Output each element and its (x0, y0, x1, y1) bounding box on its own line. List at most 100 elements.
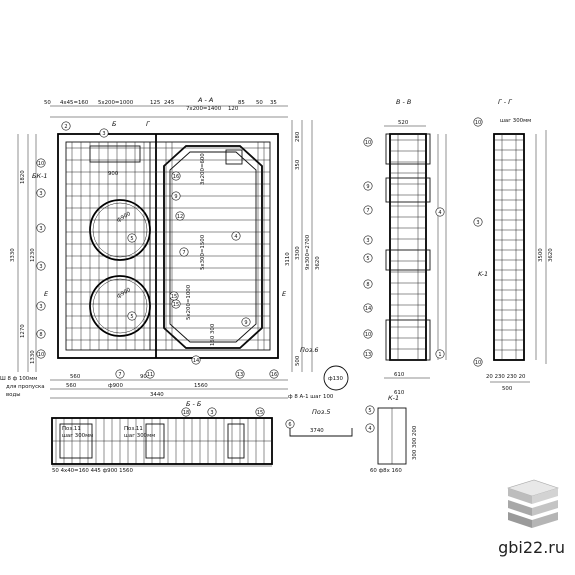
rebar-line (239, 145, 263, 167)
position-bubble: 3 (473, 217, 483, 227)
position-bubble: 9 (363, 181, 373, 191)
section-aa-label: А - А (197, 96, 213, 104)
position-bubble: 10 (36, 349, 46, 359)
position-bubble: 4 (435, 207, 445, 217)
position-bubble: 3 (36, 261, 46, 271)
pos5-dim: 3740 (310, 428, 324, 434)
right-dim-7: 500 (295, 355, 301, 366)
svg-text:16: 16 (173, 174, 179, 180)
position-bubble: 14 (191, 355, 201, 365)
gg-bottom-dims: 20 230 230 20 (486, 374, 526, 380)
site-label[interactable]: gbi22.ru (498, 538, 565, 557)
position-bubble: 10 (473, 357, 483, 367)
bottom-dim-2: ф900 (108, 383, 123, 389)
svg-text:5: 5 (368, 408, 371, 414)
view-mark-e-right: Е (282, 290, 287, 298)
inner-dim-900: 900 (108, 171, 119, 177)
position-bubble: 8 (363, 279, 373, 289)
pos5-detail: Поз.5 3740 (289, 408, 353, 437)
bottom-dim-6: 900 (140, 374, 151, 380)
k1-detail: К-1 300 300 200 60 ф8х 160 (370, 394, 418, 474)
right-dim-6: 3620 (315, 256, 321, 270)
view-mark-b: Б (112, 120, 117, 128)
svg-text:10: 10 (365, 332, 371, 338)
svg-text:4: 4 (438, 210, 441, 216)
svg-text:12: 12 (177, 214, 183, 220)
bottom-dim-1: 560 (70, 374, 81, 380)
position-bubble: 3 (36, 223, 46, 233)
position-bubble: 9 (241, 317, 251, 327)
svg-text:16: 16 (271, 372, 277, 378)
rebar-line (163, 145, 187, 167)
position-bubble: 11 (145, 369, 155, 379)
k1-dims: 300 300 200 (412, 425, 418, 460)
svg-text:15: 15 (171, 294, 177, 300)
position-bubble: 16 (171, 171, 181, 181)
svg-text:10: 10 (38, 161, 44, 167)
position-bubble: 15 (171, 299, 181, 309)
svg-text:5: 5 (130, 236, 133, 242)
position-bubble: 5 (363, 253, 373, 263)
gg-bottom: 500 (502, 386, 513, 392)
pos6-detail: Поз.6 ф130 ф 8 А-1 шаг 100 (288, 346, 349, 400)
layers-logo-icon (507, 479, 559, 528)
svg-text:4: 4 (234, 234, 237, 240)
left-notes: Ш 8 ф 100мм для пропуска воды (0, 376, 45, 398)
vv-side-dims (390, 139, 426, 350)
top-dim-2: 4х45=160 (60, 100, 89, 106)
position-bubble: 8 (36, 329, 46, 339)
inner-diam-2: ф900 (116, 287, 132, 300)
pos6-ring-note: ф 8 А-1 шаг 100 (288, 394, 334, 400)
gg-h2: 3620 (548, 248, 554, 262)
top-dimensions: А - А 50 4х45=160 5х200=1000 125 245 7х2… (44, 96, 277, 128)
svg-text:9: 9 (366, 184, 369, 190)
position-bubble: 5 (365, 405, 375, 415)
svg-text:3: 3 (39, 304, 42, 310)
left-dim-4: 1230 (30, 248, 36, 262)
left-dimensions: 1820 3330 1270 1230 1330 БК-1 Е (10, 170, 49, 364)
left-dim-1: 1820 (20, 170, 26, 184)
top-dim-3: 5х200=1000 (98, 100, 134, 106)
position-bubble: 3 (99, 128, 109, 138)
top-dim-8: 85 (238, 100, 245, 106)
bottom-dimensions: 560 ф900 1560 3440 560 900 (66, 374, 208, 398)
svg-text:3: 3 (39, 264, 42, 270)
rebar-grid (55, 142, 270, 464)
position-bubble: 3 (36, 188, 46, 198)
section-gg: Г - Г шаг 300мм K-1 3500 3620 20 230 230… (478, 98, 554, 392)
svg-text:14: 14 (193, 358, 199, 364)
pos6-label: Поз.6 (300, 346, 319, 354)
position-bubble: 7 (363, 205, 373, 215)
position-bubble: 7 (115, 369, 125, 379)
gg-pos: K-1 (478, 270, 488, 278)
svg-text:7: 7 (182, 250, 185, 256)
top-dim-4: 125 (150, 100, 160, 106)
bottom-dim-5: 560 (66, 383, 77, 389)
svg-text:8: 8 (366, 282, 369, 288)
pos11b-label: Поз.11 (124, 426, 143, 432)
inner-dim-c: 5х200=1000 (186, 284, 192, 320)
position-bubble: 10 (473, 117, 483, 127)
right-dim-2: 350 (295, 159, 301, 170)
note-3: воды (6, 392, 20, 398)
svg-text:3: 3 (366, 238, 369, 244)
pos11a-label: Поз.11 (62, 426, 81, 432)
view-mark-g: Г (146, 120, 151, 128)
svg-text:9: 9 (244, 320, 247, 326)
position-bubble: 5 (127, 311, 137, 321)
top-dim-1: 50 (44, 100, 51, 106)
position-bubble: 10 (36, 158, 46, 168)
k1-label: К-1 (388, 394, 399, 402)
svg-text:13: 13 (237, 372, 243, 378)
rebar-line (163, 327, 187, 349)
position-bubble: 15 (255, 407, 265, 417)
position-bubble: 13 (363, 349, 373, 359)
svg-text:5: 5 (130, 314, 133, 320)
position-bubble: 9 (171, 191, 181, 201)
svg-text:10: 10 (475, 360, 481, 366)
inner-dim-d: 150 300 (210, 323, 216, 346)
top-dim-10: 35 (270, 100, 277, 106)
bottom-dim-4: 3440 (150, 392, 164, 398)
svg-text:10: 10 (38, 352, 44, 358)
